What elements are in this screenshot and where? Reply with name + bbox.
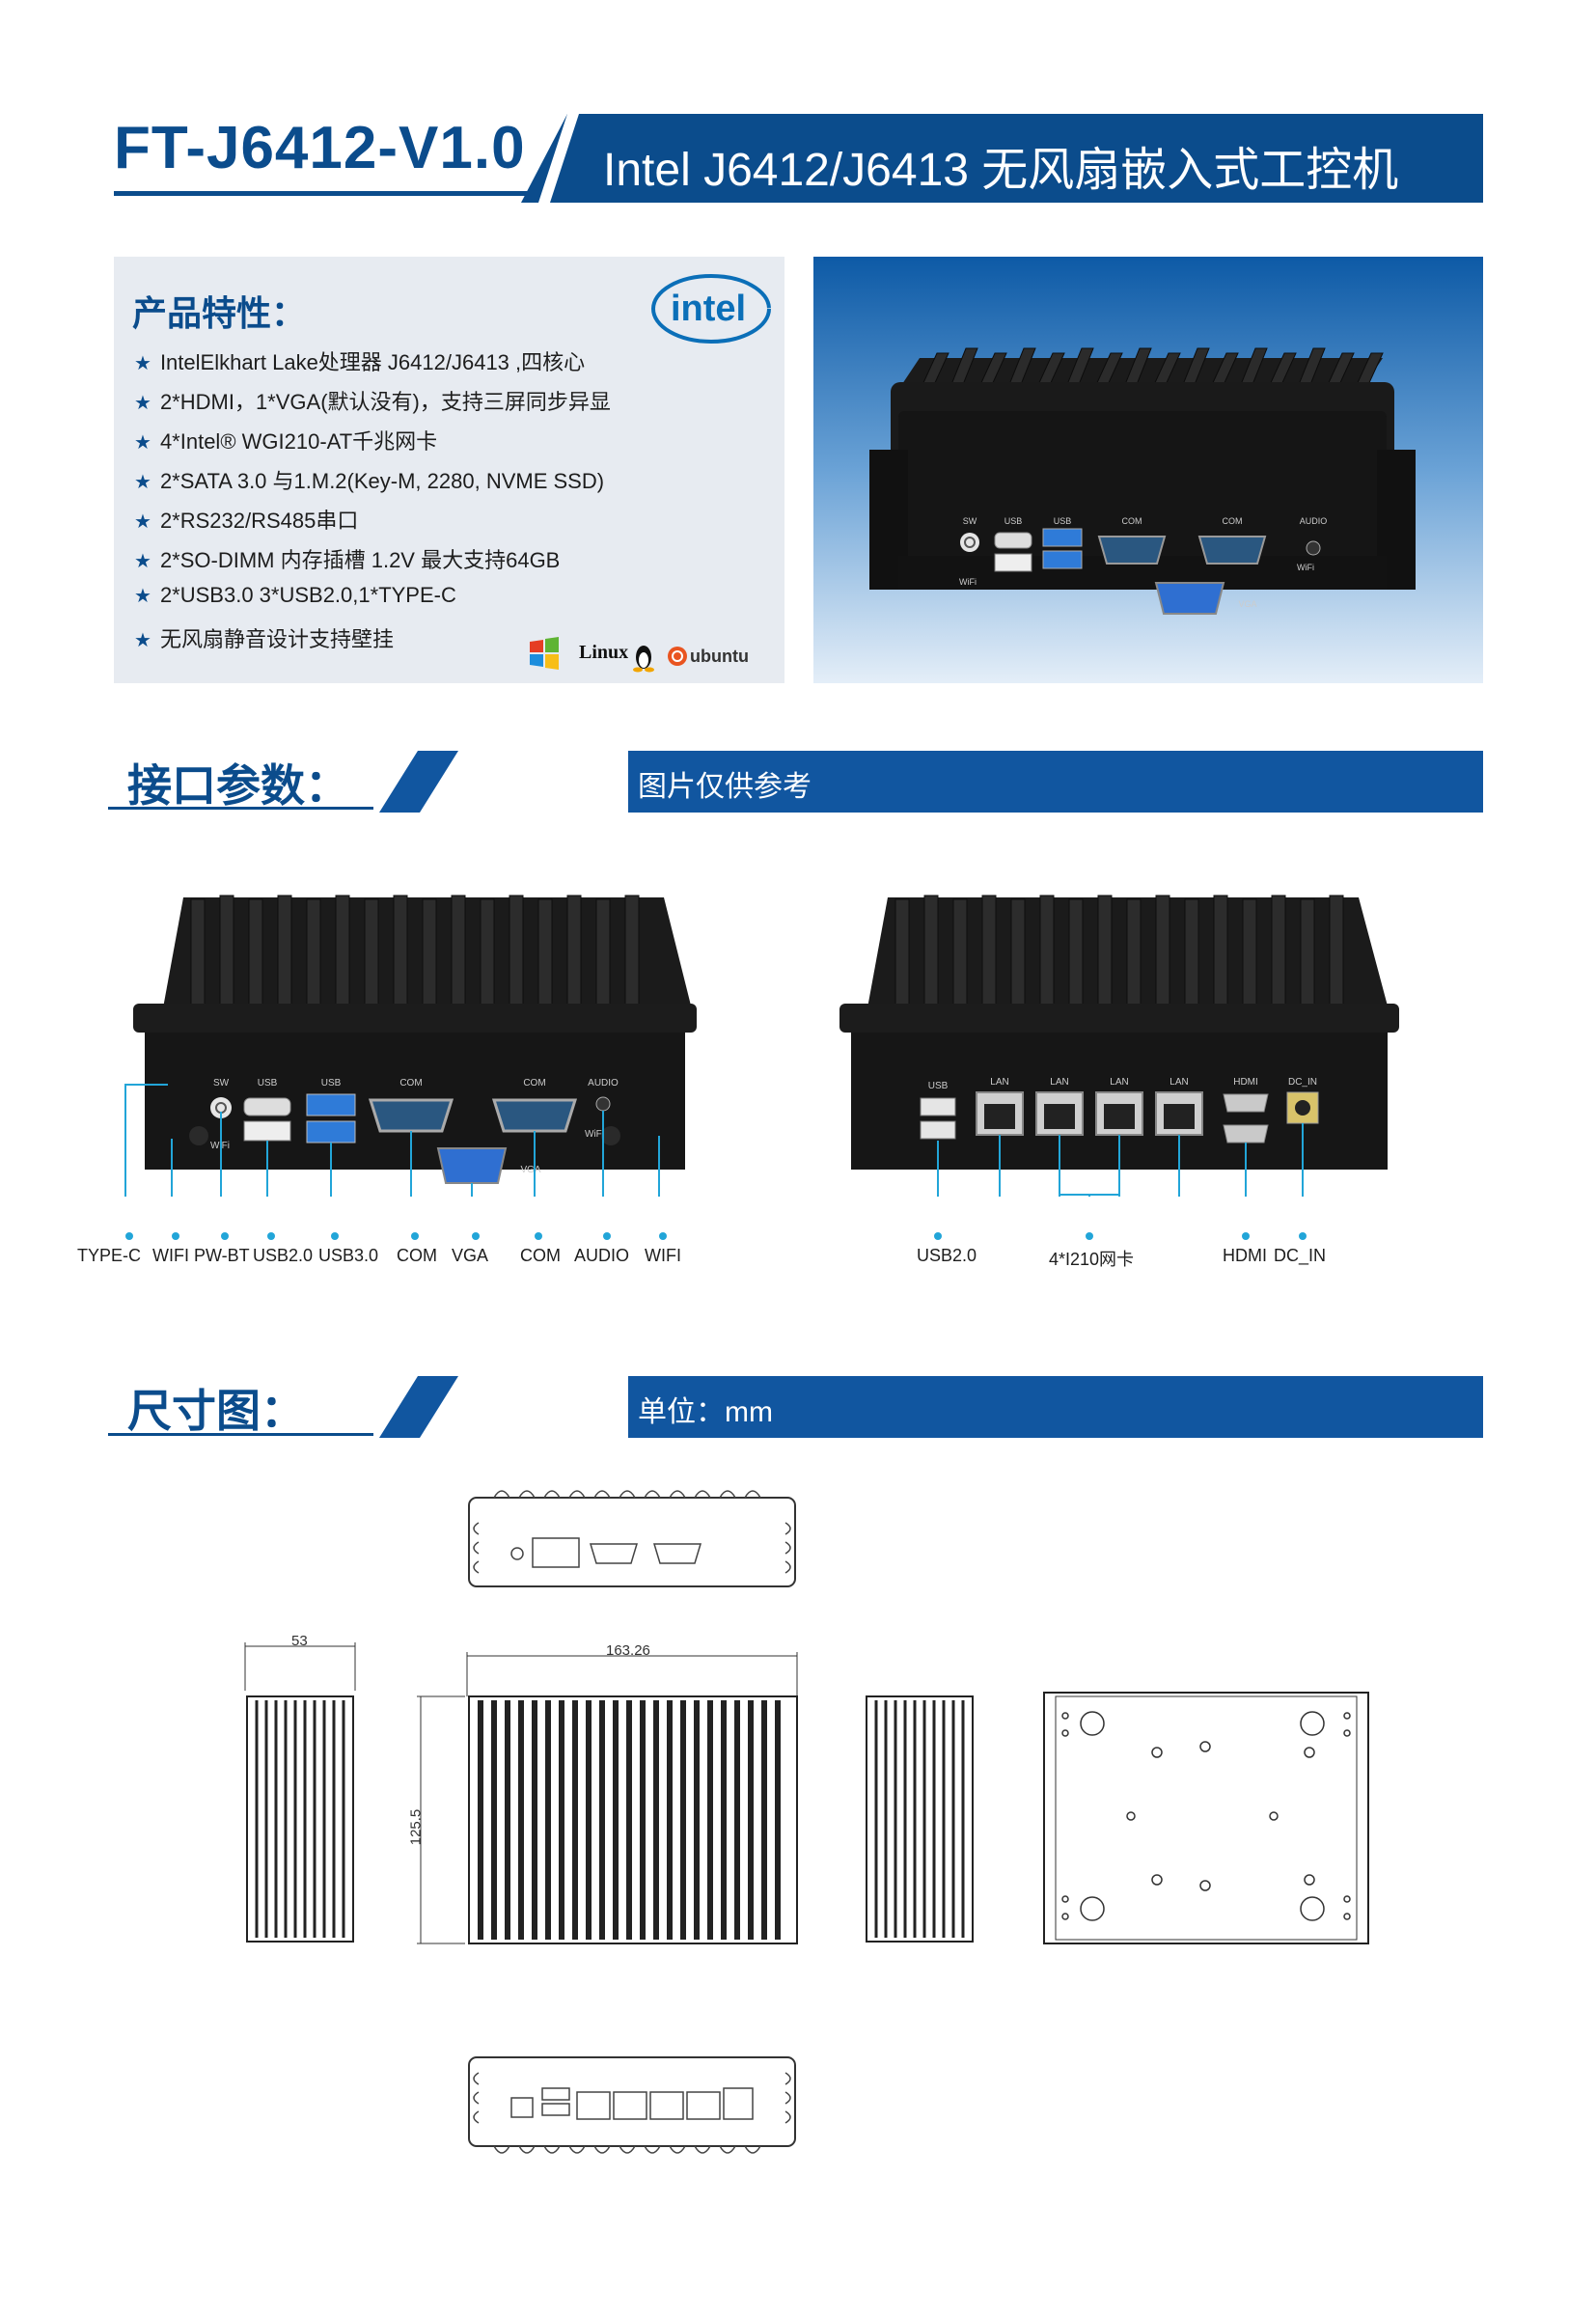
interfaces-banner <box>379 751 1483 813</box>
svg-text:USB: USB <box>258 1078 278 1089</box>
svg-text:COM: COM <box>1223 516 1243 526</box>
star-icon: ★ <box>134 630 151 651</box>
windows-icon <box>530 637 559 670</box>
port-label: 4*I210网卡 <box>1049 1250 1135 1269</box>
interfaces-underline <box>108 807 373 810</box>
product-title: Intel J6412/J6413 无风扇嵌入式工控机 <box>603 145 1399 196</box>
svg-text:USB: USB <box>1054 516 1072 526</box>
interfaces-note: 图片仅供参考 <box>638 771 812 803</box>
bottom-view-drawing <box>1043 1692 1369 1944</box>
os-logos: Linux ubuntu <box>530 637 749 673</box>
svg-text:COM: COM <box>1122 516 1142 526</box>
port-label: USB2.0 <box>253 1246 314 1265</box>
port-label: WIFI <box>152 1246 189 1265</box>
star-icon: ★ <box>134 511 151 533</box>
port-label: VGA <box>452 1246 489 1265</box>
linux-logo-text: Linux <box>579 642 628 663</box>
title-underline <box>114 191 538 196</box>
dim-side-width: 53 <box>291 1633 308 1649</box>
features-panel <box>114 257 784 683</box>
rear-outline-drawing <box>468 2056 796 2154</box>
svg-text:COM: COM <box>523 1078 545 1089</box>
product-hero-image: SW USB USB COM COM AUDIO VGA WiFi WiFi <box>813 257 1483 683</box>
feature-item: ★2*USB3.0 3*USB2.0,1*TYPE-C <box>134 583 456 607</box>
front-callout-dots <box>125 1232 667 1240</box>
port-label: PW-BT <box>194 1246 250 1265</box>
port-label: DC_IN <box>1274 1246 1327 1265</box>
svg-text:LAN: LAN <box>990 1077 1008 1088</box>
svg-text:WiFi: WiFi <box>959 577 977 587</box>
svg-text:LAN: LAN <box>1050 1077 1068 1088</box>
svg-text:USB: USB <box>928 1081 949 1091</box>
dimensions-heading: 尺寸图： <box>127 1386 305 1436</box>
feature-item: ★2*RS232/RS485串口 <box>134 509 359 533</box>
title-banner <box>521 114 1483 203</box>
port-label: AUDIO <box>574 1246 630 1265</box>
svg-text:USB: USB <box>1004 516 1023 526</box>
feature-item: ★2*SO-DIMM 内存插槽 1.2V 最大支持64GB <box>134 548 561 572</box>
ubuntu-logo-text: ubuntu <box>690 647 749 666</box>
dim-length: 163.26 <box>606 1642 650 1659</box>
port-label: HDMI <box>1223 1246 1267 1265</box>
svg-text:LAN: LAN <box>1169 1077 1188 1088</box>
front-panel-image: SW USB USB COM COM AUDIO VGA WiFi WiFi <box>124 895 697 1197</box>
feature-item: ★2*HDMI，1*VGA(默认没有)，支持三屏同步异显 <box>134 390 611 414</box>
star-icon: ★ <box>134 353 151 374</box>
star-icon: ★ <box>134 393 151 414</box>
front-outline-drawing <box>468 1490 796 1587</box>
port-label: USB3.0 <box>318 1246 379 1265</box>
port-label: TYPE-C <box>77 1246 142 1265</box>
port-label: COM <box>397 1246 437 1265</box>
svg-text:SW: SW <box>213 1078 230 1089</box>
tux-icon <box>633 646 654 673</box>
svg-text:WiFi: WiFi <box>585 1129 604 1140</box>
intel-logo-text: intel <box>671 289 746 329</box>
ubuntu-icon <box>668 647 687 666</box>
feature-item: ★无风扇静音设计支持壁挂 <box>134 627 394 651</box>
svg-text:COM: COM <box>399 1078 422 1089</box>
svg-text:SW: SW <box>963 516 977 526</box>
svg-text:DC_IN: DC_IN <box>1288 1077 1317 1088</box>
svg-text:VGA: VGA <box>520 1165 540 1175</box>
star-icon: ★ <box>134 432 151 454</box>
unit-note: 单位：mm <box>638 1396 773 1428</box>
side-view-drawing-2 <box>866 1695 974 1943</box>
star-icon: ★ <box>134 551 151 572</box>
star-icon: ★ <box>134 586 151 607</box>
features-heading: 产品特性： <box>132 293 307 333</box>
side-view-drawing <box>244 1642 356 1943</box>
dimensions-underline <box>108 1433 373 1436</box>
svg-text:HDMI: HDMI <box>1233 1077 1258 1088</box>
model-number: FT-J6412-V1.0 <box>114 115 526 181</box>
feature-item: ★4*Intel® WGI210-AT千兆网卡 <box>134 429 438 454</box>
interfaces-heading: 接口参数： <box>127 760 349 811</box>
svg-text:AUDIO: AUDIO <box>588 1078 619 1089</box>
rear-callout-dots <box>934 1232 1307 1240</box>
svg-text:USB: USB <box>321 1078 342 1089</box>
svg-text:VGA: VGA <box>1238 599 1256 609</box>
dimensions-banner <box>379 1376 1483 1438</box>
rear-panel-image: USB LAN LAN LAN LAN HDMI DC_IN <box>839 895 1399 1197</box>
svg-text:WiFi: WiFi <box>1297 563 1314 572</box>
svg-text:LAN: LAN <box>1110 1077 1128 1088</box>
feature-item: ★2*SATA 3.0 与1.M.2(Key-M, 2280, NVME SSD… <box>134 469 605 493</box>
port-label: COM <box>520 1246 561 1265</box>
svg-text:AUDIO: AUDIO <box>1300 516 1328 526</box>
intel-logo: intel <box>651 274 771 344</box>
port-label: WIFI <box>645 1246 681 1265</box>
port-label: USB2.0 <box>917 1246 977 1265</box>
top-view-drawing <box>417 1652 798 1944</box>
feature-item: ★IntelElkhart Lake处理器 J6412/J6413 ,四核心 <box>134 350 586 374</box>
star-icon: ★ <box>134 472 151 493</box>
